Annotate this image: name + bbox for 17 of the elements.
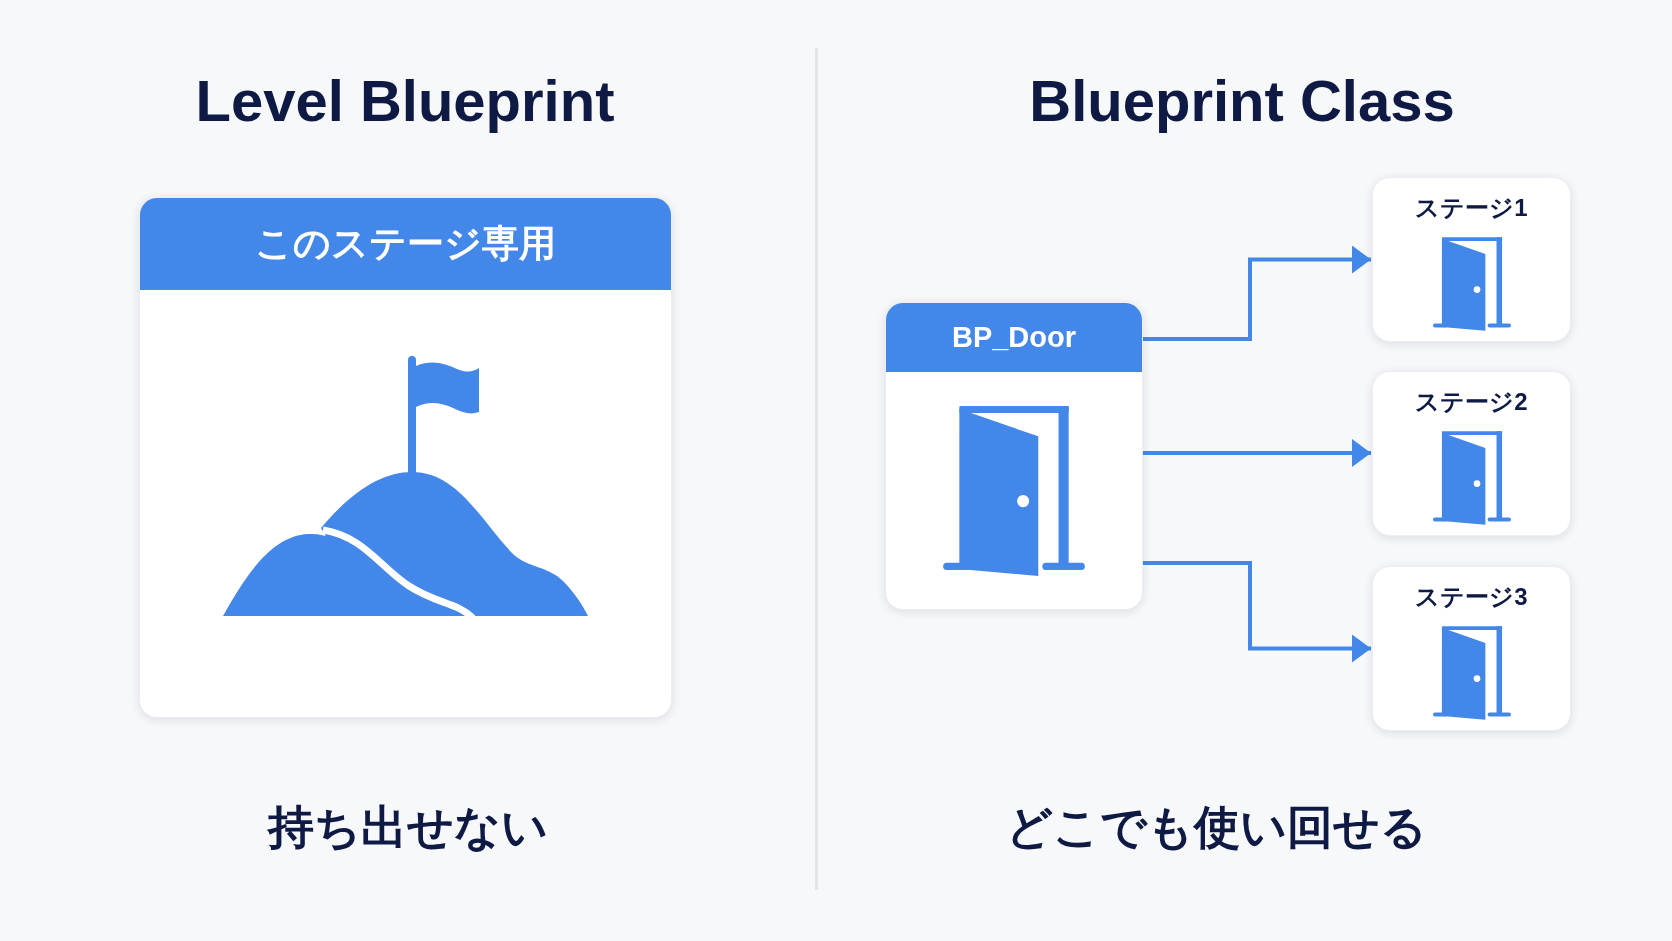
card-header: このステージ専用 bbox=[140, 198, 671, 290]
stage-card bbox=[1372, 177, 1571, 342]
card-header: BP_Door bbox=[886, 303, 1142, 372]
card-title: ステージ3 bbox=[1415, 582, 1528, 612]
card-title: ステージ1 bbox=[1415, 193, 1528, 223]
card bbox=[139, 197, 672, 718]
column-title: Blueprint Class bbox=[1029, 66, 1455, 135]
caption: どこでも使い回せる bbox=[1005, 800, 1427, 856]
arrow bbox=[1143, 439, 1371, 467]
column-title: Level Blueprint bbox=[195, 66, 615, 135]
card-title: ステージ2 bbox=[1415, 387, 1528, 417]
stage-card bbox=[1372, 371, 1571, 536]
arrow bbox=[1143, 561, 1371, 663]
card bbox=[885, 302, 1143, 610]
stage-card bbox=[1372, 566, 1571, 731]
arrow bbox=[1143, 245, 1371, 341]
caption: 持ち出せない bbox=[268, 800, 548, 856]
